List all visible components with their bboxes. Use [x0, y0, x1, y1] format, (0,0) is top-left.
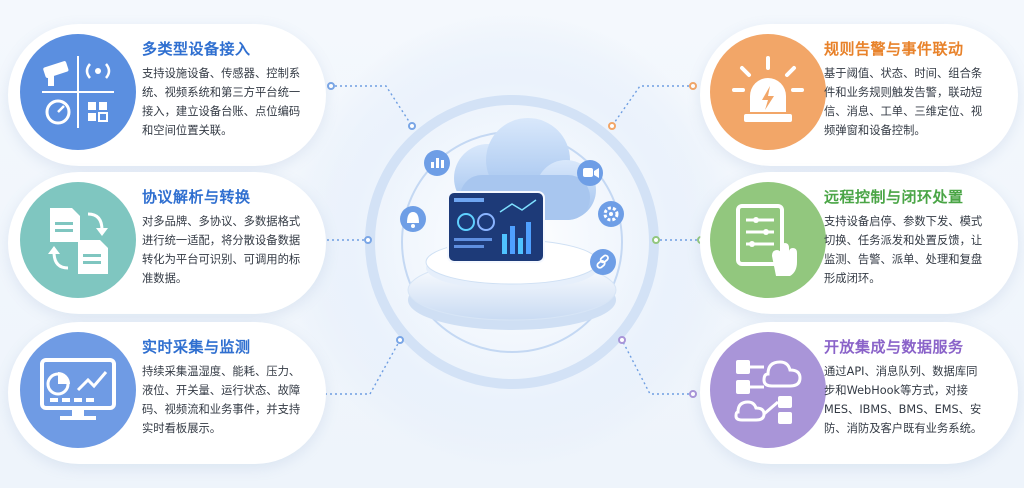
connector-dot: [652, 236, 660, 244]
floating-link-icon: [590, 249, 616, 275]
connector-dot: [689, 390, 697, 398]
feature-description: 对多品牌、多协议、多数据格式进行统一适配，将分散设备数据转化为平台可识别、可调用…: [142, 215, 301, 285]
alarm-light-icon: [710, 34, 826, 150]
connector-dot: [364, 236, 372, 244]
feature-title: 协议解析与转换: [142, 188, 251, 206]
monitor-chart-icon: [20, 332, 136, 448]
feature-title: 实时采集与监测: [142, 338, 251, 356]
feature-title: 多类型设备接入: [142, 40, 251, 58]
feature-description: 持续采集温湿度、能耗、压力、液位、开关量、运行状态、故障码、视频流和业务事件，并…: [142, 365, 301, 435]
connector-dot: [689, 82, 697, 90]
dashboard-screen: [447, 191, 545, 263]
connector-dot: [408, 122, 416, 130]
connector-top-left: [330, 85, 413, 127]
connector-dot: [608, 122, 616, 130]
cloud-integration-icon: [710, 332, 826, 448]
platform-base: [407, 239, 617, 330]
feature-card-open-integration: 开放集成与数据服务 通过API、消息队列、数据库同步和WebHook等方式，对接…: [700, 322, 1018, 464]
feature-card-rule-alarm: 规则告警与事件联动 基于阈值、状态、时间、组合条件和业务规则触发告警，联动短信、…: [700, 24, 1018, 166]
floating-gear-icon: [598, 201, 624, 227]
feature-description: 通过API、消息队列、数据库同步和WebHook等方式，对接MES、IBMS、B…: [824, 365, 983, 435]
feature-title: 开放集成与数据服务: [824, 338, 964, 356]
feature-description: 支持设备启停、参数下发、模式切换、任务派发和处置反馈，让监测、告警、派单、处理和…: [824, 215, 983, 285]
connector-top-right: [611, 85, 694, 127]
floating-camera-icon: [577, 160, 603, 186]
connector-dot: [396, 336, 404, 344]
floating-bell-icon: [400, 206, 426, 232]
connector-dot: [327, 82, 335, 90]
feature-card-realtime-monitoring: 实时采集与监测 持续采集温湿度、能耗、压力、液位、开关量、运行状态、故障码、视频…: [8, 322, 326, 464]
feature-description: 支持设施设备、传感器、控制系统、视频系统和第三方平台统一接入，建立设备台账、点位…: [142, 67, 301, 137]
document-convert-icon: [20, 182, 136, 298]
feature-card-protocol-parsing: 协议解析与转换 对多品牌、多协议、多数据格式进行统一适配，将分散设备数据转化为平…: [8, 172, 326, 314]
device-grid-icon: [20, 34, 136, 150]
connector-dot: [618, 336, 626, 344]
remote-control-icon: [710, 182, 826, 298]
connector-bottom-left: [320, 339, 401, 395]
feature-title: 规则告警与事件联动: [824, 40, 964, 58]
feature-card-device-access: 多类型设备接入 支持设施设备、传感器、控制系统、视频系统和第三方平台统一接入，建…: [8, 24, 326, 166]
feature-card-remote-control: 远程控制与闭环处置 支持设备启停、参数下发、模式切换、任务派发和处置反馈，让监测…: [700, 172, 1018, 314]
feature-title: 远程控制与闭环处置: [824, 188, 964, 206]
floating-chart-icon: [424, 150, 450, 176]
feature-description: 基于阈值、状态、时间、组合条件和业务规则触发告警，联动短信、消息、工单、三维定位…: [824, 67, 983, 137]
